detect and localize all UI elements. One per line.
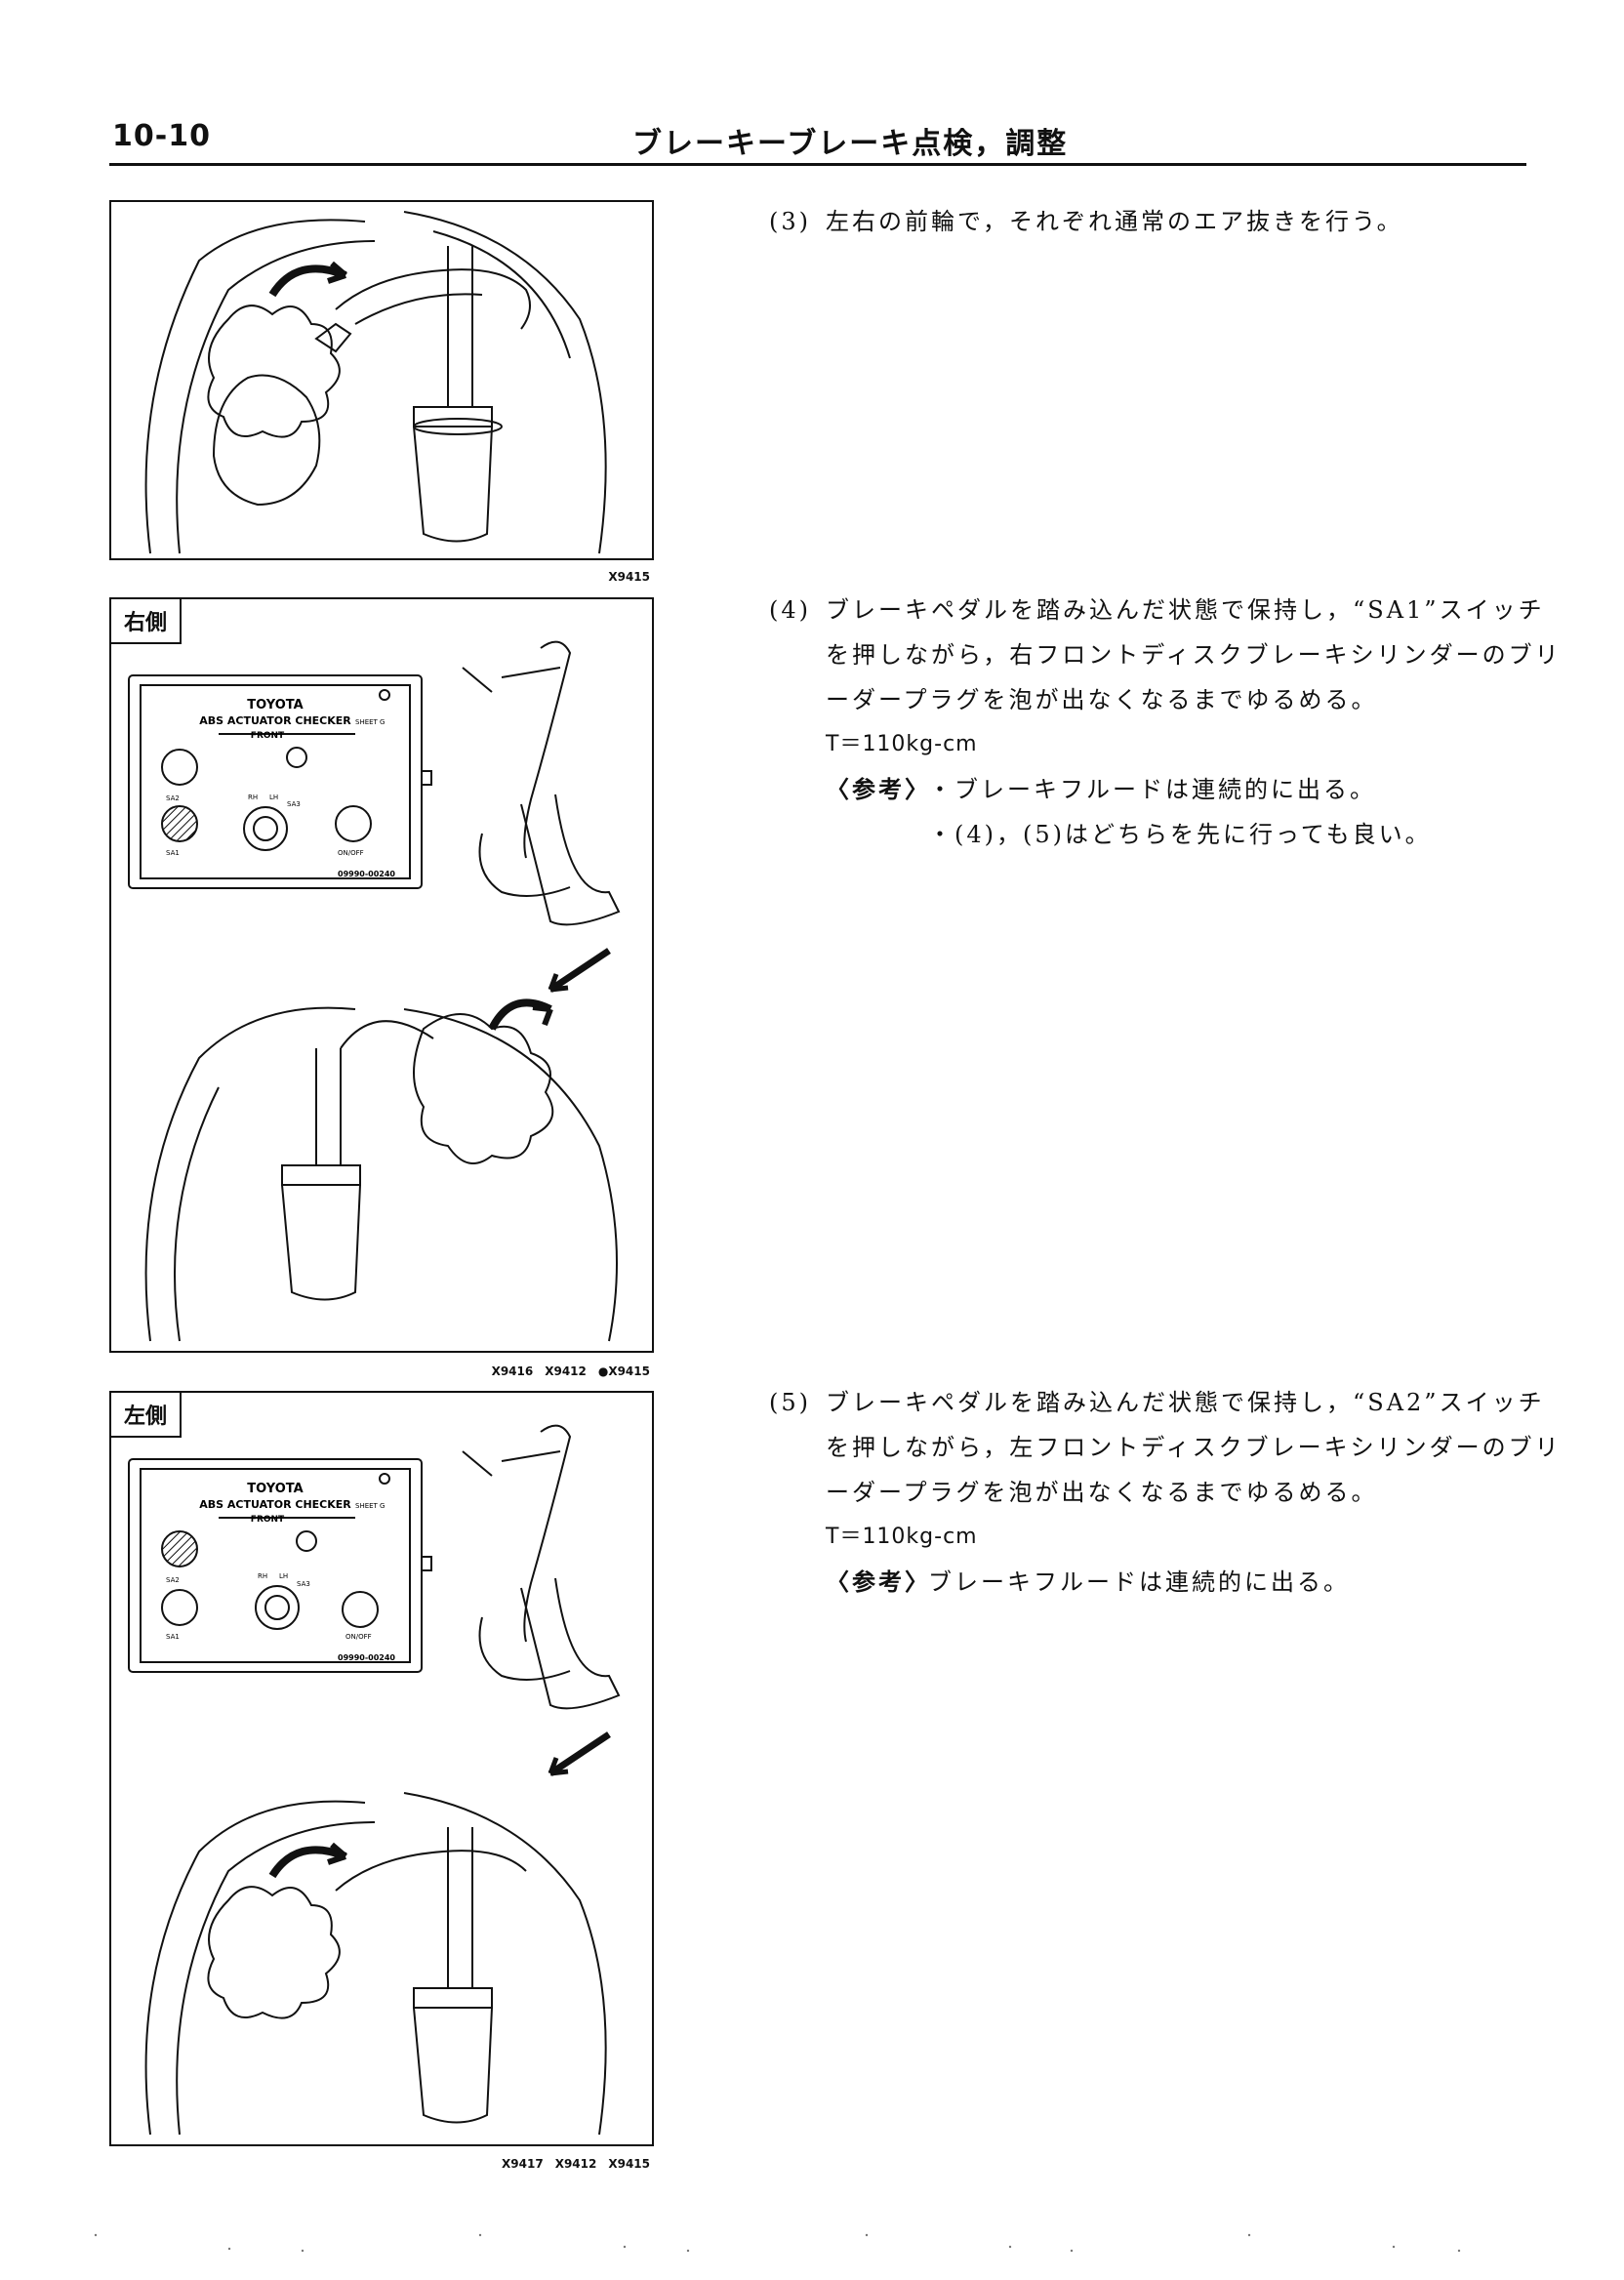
checker-lh: LH <box>279 1572 288 1580</box>
checker-rh: RH <box>258 1572 267 1580</box>
scan-specks <box>94 2233 1461 2253</box>
figure-label: 左側 <box>111 1393 182 1438</box>
header-rule <box>109 163 1526 166</box>
checker-sa2: SA2 <box>166 1576 180 1584</box>
torque-spec: T＝110kg-cm <box>826 732 978 756</box>
checker-sheet: SHEET G <box>355 1502 385 1510</box>
checker-onoff: ON/OFF <box>345 1633 372 1641</box>
torque-spec: T＝110kg-cm <box>826 1525 978 1549</box>
figure-left-side: 左側 <box>109 1391 654 2146</box>
checker-and-wheel-illustration: TOYOTA ABS ACTUATOR CHECKER FRONT SHEET … <box>128 1424 621 2136</box>
checker-name: ABS ACTUATOR CHECKER <box>199 714 351 727</box>
checker-lh: LH <box>269 794 278 801</box>
step-4: (4) ブレーキペダルを踏み込んだ状態で保持し，“SA1”スイッチ を押しながら… <box>769 588 1559 861</box>
step-text-line: を押しながら，右フロントディスクブレーキシリンダーのブリ <box>826 641 1562 669</box>
checker-sa1: SA1 <box>166 849 180 857</box>
figure-code: X9416 X9412 ●X9415 <box>491 1364 650 1378</box>
step-text-line: 左右の前輪で，それぞれ通常のエア抜きを行う。 <box>826 208 1403 235</box>
step-5: (5) ブレーキペダルを踏み込んだ状態で保持し，“SA2”スイッチ を押しながら… <box>769 1380 1559 1614</box>
checker-sa3: SA3 <box>297 1580 310 1588</box>
figure-label: 右側 <box>111 599 182 644</box>
checker-brand: TOYOTA <box>247 698 303 712</box>
note-item: ・ブレーキフルードは連続的に出る。 <box>928 776 1376 803</box>
checker-front: FRONT <box>251 731 285 741</box>
figure-code: X9415 <box>608 570 650 584</box>
checker-front: FRONT <box>251 1515 285 1525</box>
checker-sa3: SA3 <box>287 800 301 808</box>
step-3: (3) 左右の前輪で，それぞれ通常のエア抜きを行う。 <box>769 199 1530 248</box>
checker-and-wheel-illustration: TOYOTA ABS ACTUATOR CHECKER FRONT SHEET … <box>128 640 621 1342</box>
figure-bleeding-front <box>109 200 654 560</box>
step-number: (4) <box>769 596 811 624</box>
checker-brand: TOYOTA <box>247 1482 303 1496</box>
note-item: ・(4)，(5)はどちらを先に行っても良い。 <box>928 821 1432 848</box>
wheel-bleeder-illustration <box>144 211 607 554</box>
note-item: ブレーキフルードは連続的に出る。 <box>928 1568 1350 1596</box>
step-number: (5) <box>769 1389 811 1416</box>
step-text-line: ーダープラグを泡が出なくなるまでゆるめる。 <box>826 1479 1378 1506</box>
step-text-line: を押しながら，左フロントディスクブレーキシリンダーのブリ <box>826 1434 1562 1461</box>
note-label: 〈参考〉 <box>826 1568 931 1596</box>
note-label: 〈参考〉 <box>826 775 931 803</box>
step-text-line: ブレーキペダルを踏み込んだ状態で保持し，“SA2”スイッチ <box>826 1389 1545 1416</box>
step-text-line: ブレーキペダルを踏み込んだ状態で保持し，“SA1”スイッチ <box>826 596 1545 624</box>
checker-part-number: 09990-00240 <box>338 1653 395 1662</box>
checker-rh: RH <box>248 794 258 801</box>
step-text-line: ーダープラグを泡が出なくなるまでゆるめる。 <box>826 686 1378 713</box>
figure-code: X9417 X9412 X9415 <box>502 2157 650 2171</box>
figure-right-side: 右側 <box>109 597 654 1353</box>
checker-name: ABS ACTUATOR CHECKER <box>199 1498 351 1511</box>
checker-onoff: ON/OFF <box>338 849 364 857</box>
checker-part-number: 09990-00240 <box>338 870 395 878</box>
checker-sheet: SHEET G <box>355 718 385 726</box>
step-number: (3) <box>769 208 811 235</box>
page-number: 10-10 <box>112 119 211 153</box>
checker-sa2: SA2 <box>166 794 180 802</box>
checker-sa1: SA1 <box>166 1633 180 1641</box>
page-title: ブレーキーブレーキ点検，調整 <box>632 127 1069 161</box>
